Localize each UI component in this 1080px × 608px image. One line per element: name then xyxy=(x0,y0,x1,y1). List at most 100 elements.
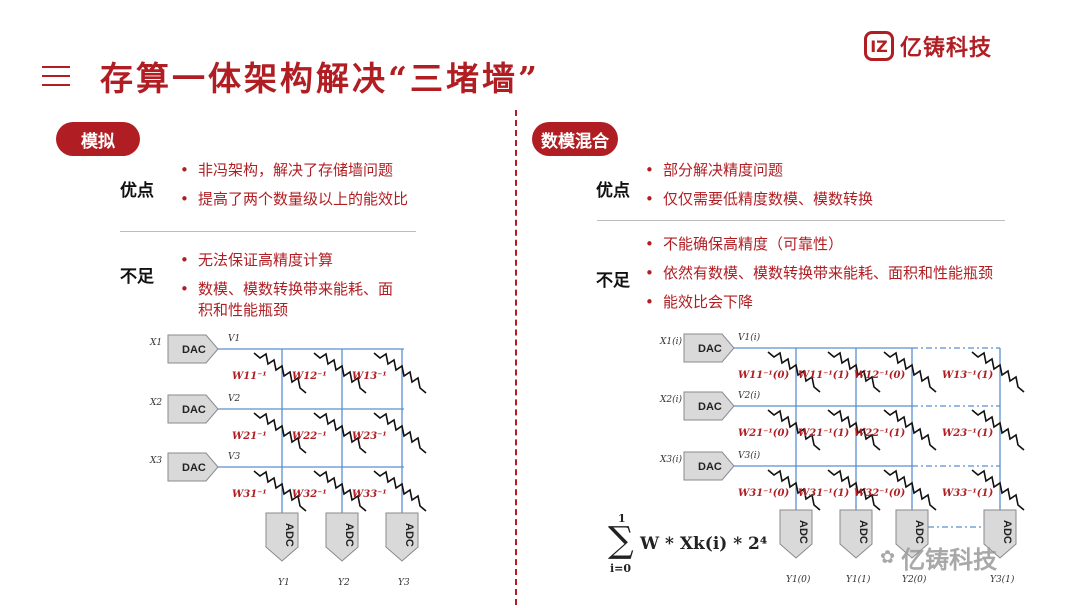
weight-label: W31⁻¹ xyxy=(232,489,267,500)
resistor-icon xyxy=(827,409,881,451)
weight-label: W11⁻¹(0) xyxy=(738,370,789,381)
list-item: 能效比会下降 xyxy=(641,292,1061,313)
list-item: 依然有数模、模数转换带来能耗、面积和性能瓶颈 xyxy=(641,263,1061,284)
adc-label: ADC xyxy=(343,523,355,547)
voltage-label: V3 xyxy=(228,452,240,462)
formula-upper: 1 xyxy=(618,512,626,525)
analog-cons-label: 不足 xyxy=(120,267,154,287)
output-label: Y3 xyxy=(398,578,410,588)
resistor-icon xyxy=(767,351,821,393)
output-label: Y2(0) xyxy=(902,574,927,585)
brand-mark-icon: IZ xyxy=(864,31,894,61)
adc-label: ADC xyxy=(1001,520,1013,544)
list-item: 提高了两个数量级以上的能效比 xyxy=(176,189,476,210)
resistor-icon xyxy=(971,469,1025,511)
voltage-label: V1(i) xyxy=(738,332,761,343)
resistor-icon xyxy=(883,409,937,451)
resistor-icon xyxy=(971,409,1025,451)
weight-label: W32⁻¹ xyxy=(292,489,327,500)
input-label: X2(i) xyxy=(659,394,683,405)
output-label: Y1 xyxy=(278,578,290,588)
resistor-icon xyxy=(827,469,881,511)
weight-label: W21⁻¹ xyxy=(232,431,267,442)
output-label: Y1(1) xyxy=(846,574,871,585)
brand-logo: IZ 亿铸科技 xyxy=(864,28,992,64)
adc-block xyxy=(983,509,1017,559)
list-item: 无法保证高精度计算 xyxy=(176,250,406,271)
weight-label: W11⁻¹(1) xyxy=(798,370,849,381)
adc-label: ADC xyxy=(283,523,295,547)
resistor-icon xyxy=(827,351,881,393)
sum-icon: ∑ xyxy=(608,520,634,561)
list-item: 部分解决精度问题 xyxy=(641,160,1001,181)
weight-label: W21⁻¹(1) xyxy=(798,428,849,439)
dac-label: DAC xyxy=(698,401,722,413)
adc-block xyxy=(895,509,929,559)
brand-name: 亿铸科技 xyxy=(900,36,993,61)
resistor-icon xyxy=(253,352,307,394)
weight-label: W32⁻¹(0) xyxy=(854,488,905,499)
voltage-label: V2(i) xyxy=(738,390,761,401)
adc-label: ADC xyxy=(857,520,869,544)
resistor-icon xyxy=(971,351,1025,393)
adc-label: ADC xyxy=(403,523,415,547)
adc-label: ADC xyxy=(913,520,925,544)
input-label: X2 xyxy=(149,398,162,408)
output-label: Y2 xyxy=(338,578,350,588)
input-label: X1(i) xyxy=(659,336,683,347)
input-label: X3 xyxy=(149,456,162,466)
watermark: ✿ 亿铸科技 xyxy=(880,540,997,575)
list-item: 不能确保高精度（可靠性） xyxy=(641,234,1061,255)
voltage-label: V1 xyxy=(228,334,240,344)
resistor-icon xyxy=(767,469,821,511)
dac-block xyxy=(683,391,735,421)
resistor-icon xyxy=(767,409,821,451)
hybrid-pill: 数模混合 xyxy=(532,122,618,156)
resistor-icon xyxy=(883,469,937,511)
weight-label: W21⁻¹(0) xyxy=(738,428,789,439)
weight-label: W13⁻¹(1) xyxy=(942,370,993,381)
weight-label: W11⁻¹ xyxy=(232,371,267,382)
wechat-icon: ✿ xyxy=(880,547,896,568)
adc-label: ADC xyxy=(797,520,809,544)
analog-pill: 模拟 xyxy=(56,122,140,156)
resistor-icon xyxy=(373,470,427,512)
analog-cons-list: 无法保证高精度计算 数模、模数转换带来能耗、面积和性能瓶颈 xyxy=(176,250,406,329)
watermark-text: 亿铸科技 xyxy=(901,546,998,574)
resistor-icon xyxy=(313,470,367,512)
weight-label: W22⁻¹(1) xyxy=(854,428,905,439)
page-title: 存算一体架构解决“三堵墙” xyxy=(100,59,540,98)
separator-line xyxy=(597,220,1005,221)
resistor-icon xyxy=(253,470,307,512)
analog-pros-list: 非冯架构，解决了存储墙问题 提高了两个数量级以上的能效比 xyxy=(176,160,476,218)
dac-block xyxy=(167,394,219,424)
weight-label: W23⁻¹ xyxy=(352,431,387,442)
output-label: Y3(1) xyxy=(990,574,1015,585)
resistor-icon xyxy=(373,352,427,394)
hybrid-cons-label: 不足 xyxy=(596,271,630,291)
resistor-icon xyxy=(313,412,367,454)
dac-label: DAC xyxy=(182,462,206,474)
adc-block xyxy=(779,509,813,559)
weight-label: W22⁻¹ xyxy=(292,431,327,442)
voltage-label: V2 xyxy=(228,394,240,404)
formula-lower: i=0 xyxy=(610,562,632,575)
list-item: 数模、模数转换带来能耗、面积和性能瓶颈 xyxy=(176,279,406,321)
hybrid-crossbar-diagram: DAC X1(i) V1(i) W11⁻¹(0) W11⁻¹(1) W12⁻¹(0) W13… xyxy=(659,332,1025,585)
menu-icon xyxy=(42,66,70,88)
hybrid-pros-list: 部分解决精度问题 仅仅需要低精度数模、模数转换 xyxy=(641,160,1001,218)
weight-label: W23⁻¹(1) xyxy=(942,428,993,439)
list-item: 仅仅需要低精度数模、模数转换 xyxy=(641,189,1001,210)
voltage-label: V3(i) xyxy=(738,450,761,461)
adc-block xyxy=(325,512,359,562)
separator-line xyxy=(120,231,416,232)
hybrid-pros-label: 优点 xyxy=(596,181,630,201)
resistor-icon xyxy=(253,412,307,454)
weight-label: W12⁻¹(0) xyxy=(854,370,905,381)
weight-label: W31⁻¹(0) xyxy=(738,488,789,499)
dac-label: DAC xyxy=(698,461,722,473)
formula: 1 ∑ i=0 W * Xk(i) * 2⁴ xyxy=(608,512,783,577)
adc-block xyxy=(265,512,299,562)
dac-label: DAC xyxy=(698,343,722,355)
resistor-icon xyxy=(373,412,427,454)
